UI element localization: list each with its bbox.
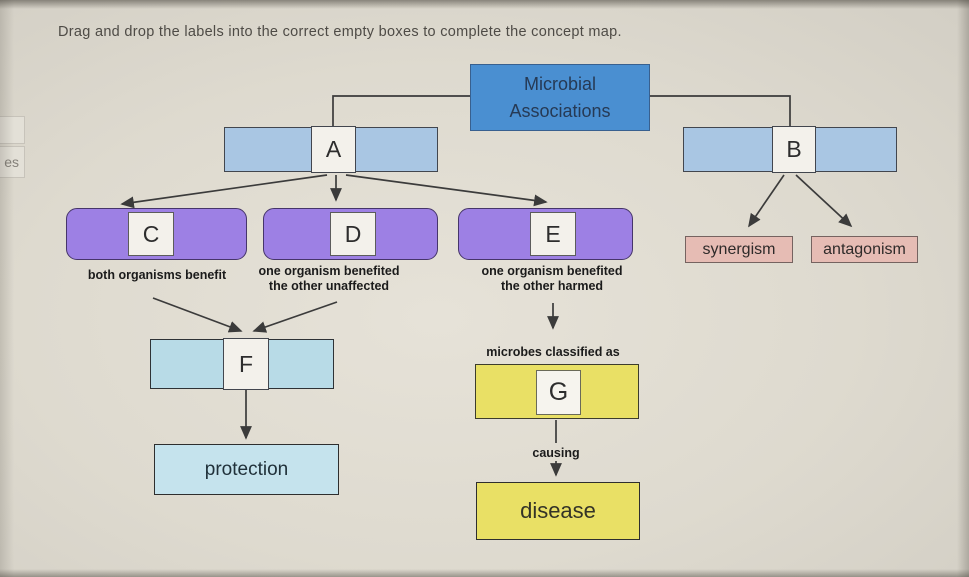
- node-c: C: [66, 208, 247, 260]
- slot-letter-g: G: [548, 378, 569, 406]
- arrow-b-to-synergism: [748, 174, 785, 228]
- node-disease: disease: [476, 482, 640, 540]
- drop-target-e[interactable]: E: [530, 212, 576, 256]
- chip-antagonism[interactable]: antagonism: [811, 236, 918, 263]
- drop-target-d[interactable]: D: [330, 212, 376, 256]
- slot-letter-f: F: [238, 350, 254, 377]
- chip-synergism[interactable]: synergism: [685, 236, 793, 263]
- slot-letter-a: A: [325, 136, 342, 162]
- instruction-text: Drag and drop the labels into the correc…: [58, 24, 622, 40]
- node-b: B: [683, 126, 897, 173]
- slot-letter-b: B: [786, 136, 802, 162]
- desc-e-line1: one organism benefited: [481, 264, 623, 278]
- node-protection: protection: [154, 444, 339, 495]
- chip-antagonism-label: antagonism: [823, 240, 906, 258]
- node-d: D: [263, 208, 438, 260]
- edge-clipped-label-text: es: [4, 154, 19, 170]
- desc-benefited-unaffected: one organism benefited the other unaffec…: [259, 264, 400, 294]
- node-g: G: [475, 364, 639, 419]
- desc-e-line2: the other harmed: [500, 278, 604, 293]
- drop-target-a[interactable]: A: [311, 126, 356, 173]
- slot-letter-d: D: [344, 220, 362, 247]
- desc-d-line1: one organism benefited: [258, 264, 400, 278]
- root-node-microbial-associations: Microbial Associations: [470, 64, 650, 131]
- root-title-line1: Microbial: [523, 74, 597, 95]
- desc-both-organisms-benefit: both organisms benefit: [88, 268, 226, 283]
- connector-label-causing: causing: [532, 446, 579, 460]
- drop-target-g[interactable]: G: [536, 370, 581, 415]
- classified-text: microbes classified as: [486, 345, 620, 359]
- root-title-line2: Associations: [509, 100, 611, 121]
- protection-label: protection: [204, 458, 289, 480]
- arrow-a-to-e: [345, 174, 548, 207]
- arrow-b-to-antagonism: [795, 174, 853, 228]
- node-a: A: [224, 126, 438, 173]
- chip-synergism-label: synergism: [702, 240, 776, 258]
- desc-d-line2: the other unaffected: [268, 278, 390, 293]
- edge-clipped-label[interactable]: es: [0, 146, 25, 178]
- slot-letter-c: C: [142, 220, 160, 247]
- edge-clipped-box[interactable]: [0, 116, 25, 144]
- arrow-a-to-c: [120, 174, 328, 209]
- arrow-c-desc-to-f: [152, 297, 243, 333]
- slot-letter-e: E: [545, 220, 561, 247]
- drop-target-b[interactable]: B: [772, 126, 816, 173]
- arrow-d-desc-to-f: [252, 301, 338, 333]
- desc-c-line: both organisms benefit: [87, 268, 227, 282]
- connector-label-classified: microbes classified as: [486, 345, 619, 359]
- node-f: F: [150, 338, 334, 390]
- drop-target-c[interactable]: C: [128, 212, 174, 256]
- drop-target-f[interactable]: F: [223, 338, 269, 390]
- line-root-to-b: [650, 95, 791, 126]
- causing-text: causing: [532, 446, 580, 460]
- disease-label: disease: [520, 498, 596, 523]
- desc-benefited-harmed: one organism benefited the other harmed: [482, 264, 623, 294]
- line-root-to-a: [332, 95, 470, 126]
- node-e: E: [458, 208, 633, 260]
